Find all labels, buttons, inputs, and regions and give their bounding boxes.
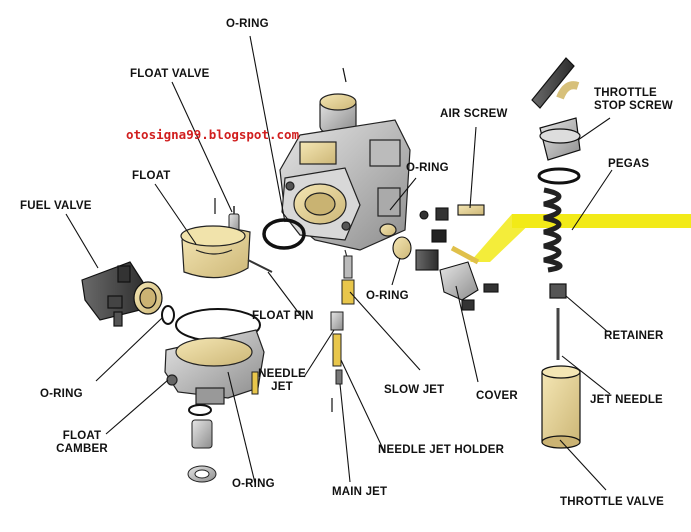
o-ring-large — [262, 218, 306, 250]
fuel-valve-part — [81, 261, 163, 327]
float-part — [180, 225, 273, 279]
label-needle-jet-line1: NEEDLE — [258, 368, 306, 380]
label-float: FLOAT — [132, 170, 171, 182]
o-ring-small-a — [188, 404, 212, 416]
carburetor-body — [279, 93, 411, 269]
label-throttle-stop-line1: THROTTLE — [594, 87, 657, 99]
blog-watermark: otosigna99.blogspot.com — [126, 127, 300, 142]
label-needle-jet-holder: NEEDLE JET HOLDER — [378, 444, 505, 456]
label-o-ring-right: O-RING — [406, 162, 449, 174]
label-air-screw: AIR SCREW — [440, 108, 508, 120]
label-float-pin: FLOAT PIN — [252, 310, 314, 322]
label-jet-needle: JET NEEDLE — [590, 394, 663, 406]
label-cover: COVER — [476, 390, 518, 402]
jets-column — [251, 255, 355, 395]
label-main-jet: MAIN JET — [332, 486, 388, 498]
label-throttle-stop-screw: THROTTLE STOP SCREW — [594, 87, 673, 113]
label-slow-jet: SLOW JET — [384, 384, 445, 396]
label-throttle-valve: THROTTLE VALVE — [560, 496, 664, 508]
direction-arrows — [214, 67, 347, 412]
drain-plug — [187, 419, 217, 483]
label-needle-jet-line2: JET — [271, 381, 293, 393]
label-fuel-valve: FUEL VALVE — [20, 200, 92, 212]
leader-lines — [65, 35, 613, 491]
throttle-assembly — [531, 57, 581, 449]
screws-springs — [392, 204, 499, 311]
o-ring-fuel-valve — [161, 305, 175, 325]
label-o-ring-top: O-RING — [226, 18, 269, 30]
label-float-camber-line1: FLOAT — [62, 430, 102, 442]
highlight-band — [470, 214, 691, 262]
label-o-ring-bottom: O-RING — [232, 478, 275, 490]
label-pegas: PEGAS — [608, 158, 650, 170]
label-float-camber-line2: CAMBER — [56, 443, 108, 455]
label-needle-jet: NEEDLE JET — [256, 368, 308, 394]
label-o-ring-left: O-RING — [40, 388, 83, 400]
label-o-ring-mid: O-RING — [366, 290, 409, 302]
label-float-camber: FLOAT CAMBER — [56, 430, 108, 456]
label-throttle-stop-line2: STOP SCREW — [594, 100, 673, 112]
label-retainer: RETAINER — [604, 330, 664, 342]
label-float-valve: FLOAT VALVE — [130, 68, 210, 80]
float-chamber-part — [164, 308, 265, 405]
